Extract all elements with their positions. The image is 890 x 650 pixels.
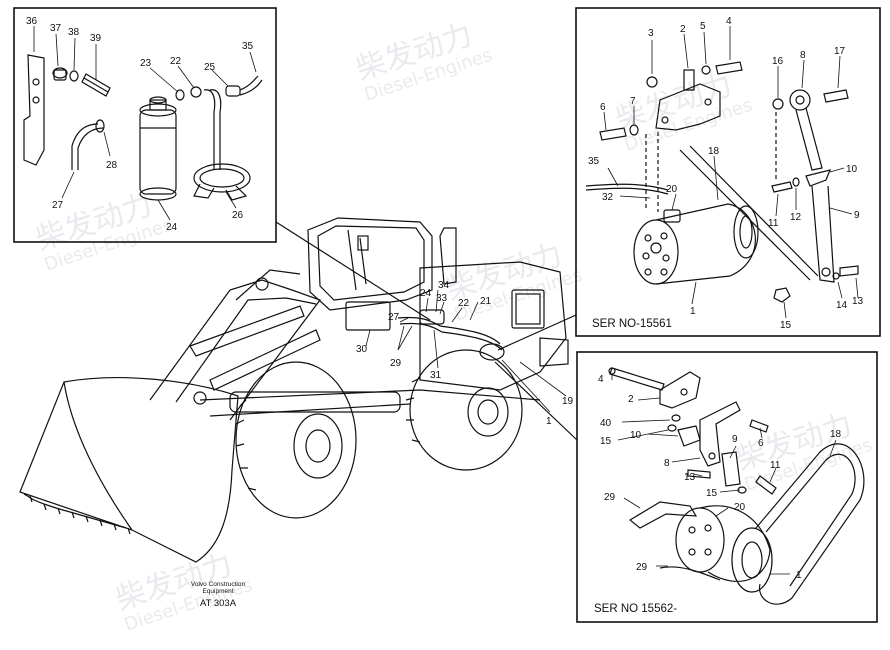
part-label: 18: [830, 429, 842, 440]
panel-top-left-frame: [13, 7, 277, 243]
part-label: 20: [666, 184, 678, 195]
part-label: 24: [420, 288, 432, 299]
part-label: 39: [90, 33, 102, 44]
rear-tyre: [409, 349, 523, 471]
part-label: 24: [166, 222, 178, 233]
part-label: 19: [562, 396, 574, 407]
part-label: 16: [772, 56, 784, 67]
part-label: 22: [458, 298, 470, 309]
part-label: 22: [170, 56, 182, 67]
part-label: 29: [390, 358, 402, 369]
part-label: 7: [630, 96, 636, 107]
part-label: 8: [800, 50, 806, 61]
serial-number-range: SER NO-15561: [592, 318, 672, 330]
part-label: 10: [630, 430, 642, 441]
part-label: 28: [106, 160, 118, 171]
part-label: 34: [438, 280, 450, 291]
panel-bottom-right-leaders: [611, 374, 837, 575]
part-label: 4: [726, 16, 732, 27]
watermark-6: 柴发动力 Diesel-Engines: [732, 407, 875, 495]
part-label: 27: [388, 312, 400, 323]
footer: Volvo Construction Equipment AT 303A: [191, 581, 246, 609]
part-label: 13: [852, 296, 864, 307]
part-label: 31: [430, 370, 442, 381]
panel-bottom-right-labels: 4 2 40 15 10 8 9 6 13 15 11 18 29 20 29 …: [594, 374, 842, 615]
part-label: 6: [758, 438, 764, 449]
part-label: 11: [768, 218, 779, 229]
part-label: 26: [232, 210, 244, 221]
footer-code: AT 303A: [200, 598, 237, 609]
part-label: 35: [588, 156, 600, 167]
compressor-assembly-late: [608, 367, 865, 605]
panel-top-right-frame: [575, 7, 881, 337]
part-label: 32: [602, 192, 614, 203]
part-label: 18: [708, 146, 720, 157]
serial-number-range: SER NO 15562-: [594, 603, 677, 615]
part-label: 37: [50, 23, 62, 34]
part-label: 35: [242, 41, 254, 52]
part-label: 23: [140, 58, 152, 69]
part-label: 36: [26, 16, 38, 27]
part-label: 38: [68, 27, 80, 38]
receiver-drier-assembly: [23, 54, 263, 201]
part-label: 27: [52, 200, 64, 211]
part-label: 3: [648, 28, 654, 39]
part-label: 30: [356, 344, 368, 355]
part-label: 29: [636, 562, 648, 573]
footer-line2: Equipment: [202, 588, 233, 595]
part-label: 4: [598, 374, 604, 385]
part-label: 29: [604, 492, 616, 503]
part-label: 40: [600, 418, 612, 429]
wheel-loader: [19, 217, 569, 563]
part-label: 15: [780, 320, 792, 331]
part-label: 15: [706, 488, 718, 499]
part-label: 13: [684, 472, 696, 483]
part-label: 20: [734, 502, 746, 513]
part-label: 10: [846, 164, 858, 175]
front-tyre: [235, 361, 357, 519]
panel-top-right-leaders: [603, 26, 859, 319]
part-label: 8: [664, 458, 670, 469]
part-label: 21: [480, 296, 492, 307]
part-label: 5: [700, 21, 706, 32]
part-label: 1: [796, 570, 802, 581]
part-label: 25: [204, 62, 216, 73]
part-label: 15: [600, 436, 612, 447]
main-labels: 24 34 33 21 22 27 30 29 31 19 1: [356, 280, 574, 427]
part-label: 33: [436, 293, 448, 304]
part-label: 1: [546, 416, 552, 427]
part-label: 14: [836, 300, 848, 311]
callout-line-bottom-right: [494, 361, 578, 441]
part-label: 2: [680, 24, 686, 35]
callout-line-top-right: [497, 314, 577, 351]
part-label: 6: [600, 102, 606, 113]
part-label: 9: [854, 210, 860, 221]
panel-top-left-leaders: [33, 26, 257, 221]
part-label: 9: [732, 434, 738, 445]
panel-bottom-right-frame: [576, 351, 878, 623]
part-label: 12: [790, 212, 802, 223]
part-label: 1: [690, 306, 696, 317]
watermark-2: 柴发动力 Diesel-Engines: [352, 17, 495, 105]
cab: [307, 217, 433, 311]
panel-top-left-labels: 36 37 38 39 23 22 25 35 28 27 24 26: [26, 16, 254, 233]
watermark-5: 柴发动力 Diesel-Engines: [612, 67, 755, 155]
part-label: 11: [770, 460, 781, 471]
watermark-1: 柴发动力 Diesel-Engines: [32, 187, 175, 275]
footer-line1: Volvo Construction: [191, 581, 246, 588]
main-leaders: [365, 289, 567, 413]
part-label: 2: [628, 394, 634, 405]
watermark-layer: 柴发动力 Diesel-Engines 柴发动力 Diesel-Engines …: [32, 17, 875, 635]
bucket: [19, 377, 239, 563]
compressor-assembly-early: [585, 61, 859, 303]
panel-top-right-labels: 3 2 5 4 6 7 16 8 17 18 35 32 20 10 11 12…: [588, 16, 864, 331]
part-label: 17: [834, 46, 846, 57]
